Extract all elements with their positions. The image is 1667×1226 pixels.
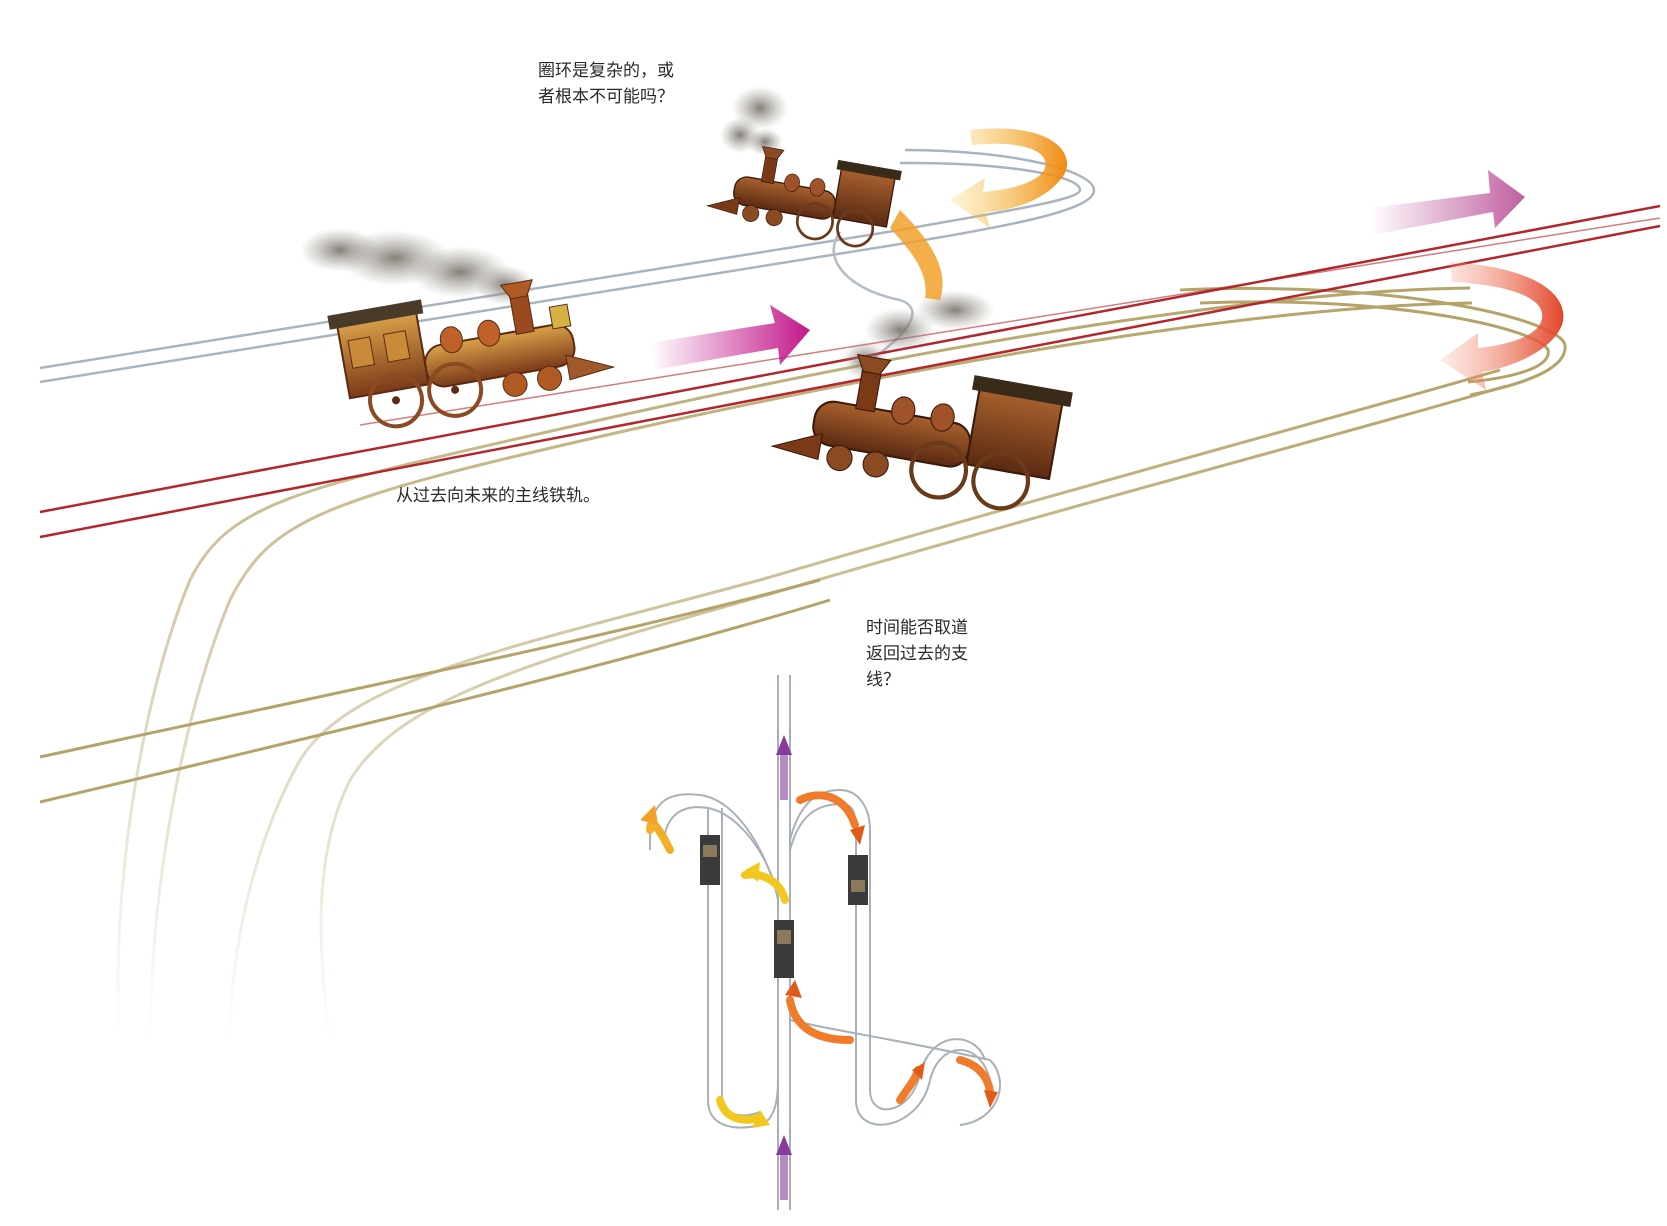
caption-branch-question: 时间能否取道 返回过去的支 线？ (866, 618, 968, 690)
locomotive-icon (700, 835, 720, 885)
locomotive-branch-track (770, 353, 1073, 511)
locomotive-icon (774, 920, 794, 978)
branch-track (39, 286, 1567, 1041)
direction-arrow-icon (1370, 170, 1525, 235)
direction-arrow-icon (650, 305, 810, 370)
locomotive-loop-track (705, 146, 902, 248)
smoke-cloud-icon (720, 86, 788, 156)
locomotive-icon (848, 855, 868, 905)
plan-diagram (649, 675, 1001, 1210)
direction-arrow-icon (776, 735, 792, 1200)
caption-loop-question: 圈环是复杂的，或 者根本不可能吗？ (538, 61, 674, 107)
smoke-cloud-icon (300, 228, 535, 305)
u-turn-arrow-icon (890, 128, 1068, 300)
direction-arrow-icon (640, 805, 998, 1128)
caption-main-line: 从过去向未来的主线铁轨。 (396, 486, 600, 506)
locomotive-main-track (327, 279, 616, 429)
u-turn-arrow-icon (1440, 262, 1564, 390)
